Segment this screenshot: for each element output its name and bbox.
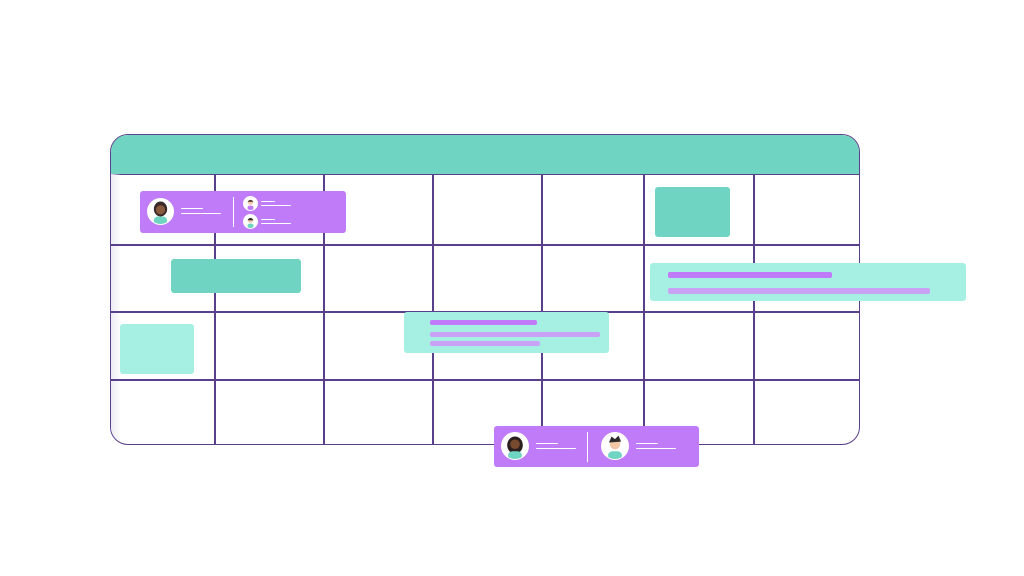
- calendar-header: [111, 135, 859, 175]
- name-line: [181, 208, 203, 210]
- name-line: [536, 443, 558, 445]
- person-avatar-icon: [501, 432, 529, 460]
- grid-column-line: [753, 174, 755, 444]
- person-avatar-icon: [243, 196, 258, 211]
- calendar-side-shade: [111, 174, 121, 444]
- task-title-bar: [668, 272, 832, 278]
- person-avatar-icon: [601, 432, 629, 460]
- grid-row-line: [111, 379, 859, 381]
- grid-column-line: [541, 174, 543, 444]
- detail-line: [261, 223, 291, 225]
- detail-line: [636, 448, 676, 450]
- light-event-block[interactable]: [120, 324, 194, 374]
- task-detail-bar: [668, 288, 930, 294]
- grid-row-line: [111, 311, 859, 313]
- name-line: [636, 443, 658, 445]
- detail-line: [181, 213, 221, 215]
- task-detail-bar: [430, 341, 540, 346]
- grid-column-line: [643, 174, 645, 444]
- task-card-wide[interactable]: [650, 263, 966, 301]
- grid-column-line: [432, 174, 434, 444]
- name-line: [261, 219, 275, 221]
- task-title-bar: [430, 320, 537, 325]
- task-card-middle[interactable]: [404, 312, 609, 353]
- teal-event-block[interactable]: [171, 259, 301, 293]
- task-detail-bar: [430, 332, 600, 337]
- person-avatar-icon: [243, 214, 258, 229]
- person-avatar-icon: [147, 198, 174, 225]
- grid-column-line: [214, 174, 216, 444]
- teal-event-block-small[interactable]: [655, 187, 730, 237]
- name-line: [261, 201, 275, 203]
- grid-row-line: [111, 244, 859, 246]
- card-divider: [233, 197, 234, 227]
- detail-line: [536, 448, 576, 450]
- detail-line: [261, 205, 291, 207]
- card-divider: [587, 432, 588, 462]
- grid-column-line: [323, 174, 325, 444]
- pair-meeting-card[interactable]: [494, 426, 699, 467]
- team-meeting-card[interactable]: [140, 191, 346, 233]
